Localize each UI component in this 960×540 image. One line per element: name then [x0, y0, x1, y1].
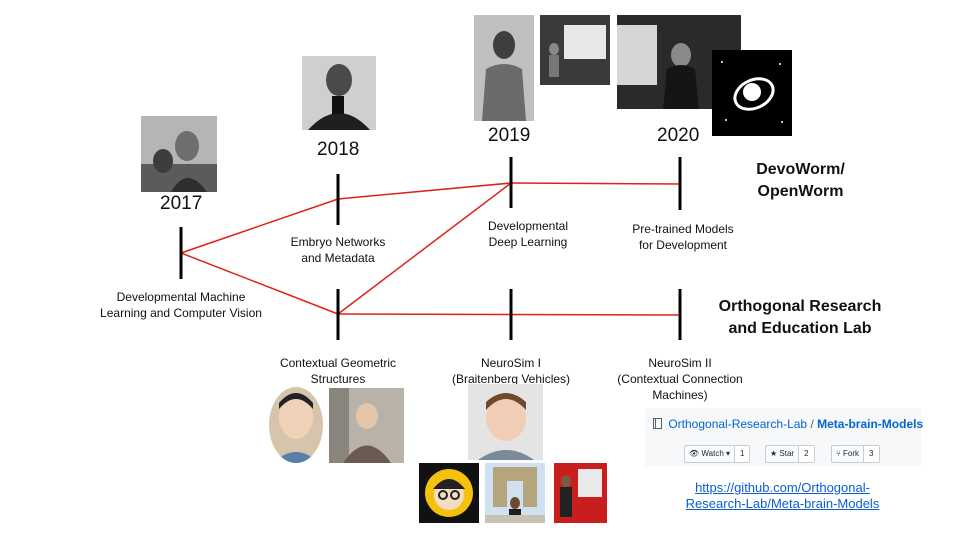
photo-2017 — [141, 116, 217, 192]
photo-contributor-gate — [485, 463, 545, 523]
connector-2017-2018-bottom — [180, 252, 339, 315]
repo-icon — [653, 418, 662, 429]
photo-2020-logo — [712, 50, 792, 136]
eye-icon: 👁 — [689, 449, 700, 458]
photo-contributor-poster — [554, 463, 607, 523]
year-2020: 2020 — [657, 125, 700, 146]
label-neurosim-2: NeuroSim II (Contextual Connection Machi… — [617, 356, 743, 402]
connector-2018-2020-bottom — [337, 313, 681, 316]
photo-2018 — [302, 56, 376, 130]
label-developmental-deep-learning: Developmental Deep Learning — [487, 219, 569, 249]
caret-down-icon: ▾ — [726, 449, 731, 458]
repo-separator: / — [810, 417, 814, 431]
label-embryo-networks: Embryo Networks and Metadata — [290, 235, 386, 265]
connector-2018b-2019-top — [337, 182, 512, 315]
github-repo-card: Orthogonal-Research-Lab / Meta-brain-Mod… — [645, 408, 923, 466]
year-2017: 2017 — [160, 193, 203, 214]
star-count[interactable]: 2 — [799, 446, 814, 462]
group-devoworm: DevoWorm/ OpenWorm — [756, 161, 845, 200]
label-pretrained-models: Pre-trained Models for Development — [632, 222, 734, 252]
label-neurosim-1: NeuroSim I (Braitenberg Vehicles) — [451, 356, 571, 386]
photo-contributor-3 — [468, 384, 543, 460]
photo-contributor-2 — [329, 388, 404, 463]
repo-name-link[interactable]: Meta-brain-Models — [817, 417, 924, 431]
star-icon: ★ — [770, 449, 778, 458]
github-repo-link[interactable]: https://github.com/Orthogonal- Research-… — [685, 480, 880, 511]
photo-2019-portrait — [474, 15, 534, 121]
label-contextual-geometric: Contextual Geometric Structures — [279, 356, 397, 386]
connector-2018-2019-top — [337, 182, 512, 200]
watch-count[interactable]: 1 — [735, 446, 750, 462]
watch-button[interactable]: 👁 Watch ▾ 1 — [684, 445, 751, 463]
fork-icon: ⑂ — [836, 449, 841, 458]
photo-contributor-1 — [269, 387, 323, 463]
photo-2019-talk — [540, 15, 610, 85]
fork-button[interactable]: ⑂ Fork 3 — [831, 445, 880, 463]
repo-owner-link[interactable]: Orthogonal-Research-Lab — [668, 417, 808, 431]
star-button[interactable]: ★ Star 2 — [765, 445, 815, 463]
label-developmental-ml: Developmental Machine Learning and Compu… — [100, 290, 262, 320]
year-2019: 2019 — [488, 125, 531, 146]
connector-2017-2018-top — [180, 198, 339, 254]
repo-title: Orthogonal-Research-Lab / Meta-brain-Mod… — [653, 417, 923, 431]
fork-count[interactable]: 3 — [864, 446, 879, 462]
group-orthogonal-lab: Orthogonal Research and Education Lab — [718, 298, 882, 337]
connector-2019-2020-top — [510, 182, 681, 185]
year-2018: 2018 — [317, 139, 360, 160]
photo-avatar-cartoon — [419, 463, 479, 523]
